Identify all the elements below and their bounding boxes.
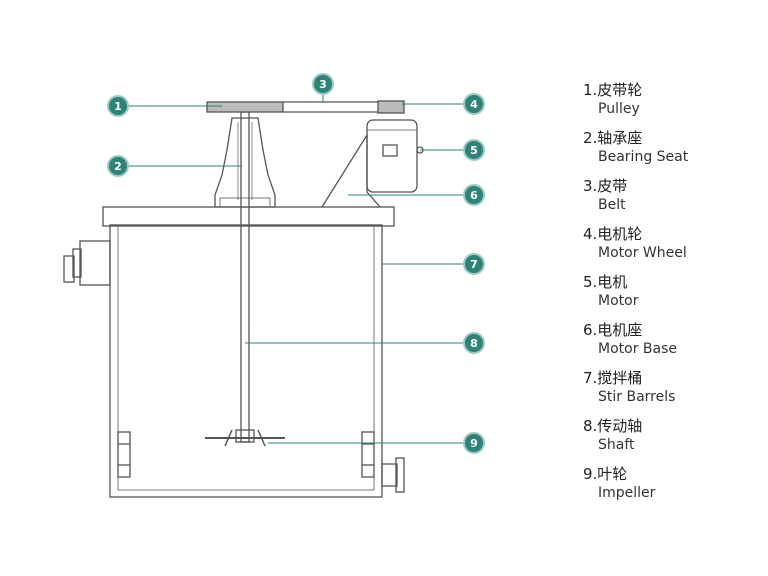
legend-item-motor-base: 6.电机座 Motor Base — [583, 320, 753, 368]
parts-legend: 1.皮带轮 Pulley 2.轴承座 Bearing Seat 3.皮带 Bel… — [583, 80, 753, 512]
motor-wheel-shape — [377, 100, 405, 114]
outlet-pipe — [381, 457, 405, 493]
callout-6: 6 — [463, 184, 485, 206]
callout-1: 1 — [107, 95, 129, 117]
legend-label-cn: 5.电机 — [583, 273, 628, 291]
callout-7-number: 7 — [470, 258, 478, 271]
pulley-shape — [206, 101, 284, 113]
callout-9-number: 9 — [470, 437, 478, 450]
callout-2-number: 2 — [114, 160, 122, 173]
callout-6-number: 6 — [470, 189, 478, 202]
legend-item-pulley: 1.皮带轮 Pulley — [583, 80, 753, 128]
legend-item-bearing-seat: 2.轴承座 Bearing Seat — [583, 128, 753, 176]
legend-label-cn: 8.传动轴 — [583, 417, 643, 435]
legend-label-cn: 6.电机座 — [583, 321, 643, 339]
legend-label-cn: 7.搅拌桶 — [583, 369, 643, 387]
legend-label-cn: 1.皮带轮 — [583, 81, 643, 99]
legend-item-impeller: 9.叶轮 Impeller — [583, 464, 753, 512]
callout-4-number: 4 — [470, 98, 478, 111]
impeller-shape — [205, 429, 285, 447]
legend-item-motor: 5.电机 Motor — [583, 272, 753, 320]
leader-lines — [128, 94, 464, 444]
tank-drawing — [63, 100, 424, 498]
belt-shape — [283, 101, 380, 113]
legend-label-cn: 4.电机轮 — [583, 225, 643, 243]
bottom-bracket-right — [361, 431, 375, 478]
legend-label-en: Motor — [598, 293, 639, 309]
legend-label-en: Impeller — [598, 485, 656, 501]
inlet-pipe — [63, 240, 111, 286]
legend-label-en: Stir Barrels — [598, 389, 676, 405]
legend-label-cn: 2.轴承座 — [583, 129, 643, 147]
callout-3-number: 3 — [319, 78, 327, 91]
legend-label-en: Bearing Seat — [598, 149, 689, 165]
callout-8: 8 — [463, 332, 485, 354]
callout-4: 4 — [463, 93, 485, 115]
bottom-bracket-left — [117, 431, 131, 478]
legend-label-en: Pulley — [598, 101, 640, 117]
legend-label-en: Shaft — [598, 437, 635, 453]
callout-7: 7 — [463, 253, 485, 275]
legend-label-cn: 3.皮带 — [583, 177, 628, 195]
bearing-seat-shape — [214, 117, 276, 208]
motor-base-shape — [321, 132, 381, 208]
callout-9: 9 — [463, 432, 485, 454]
legend-item-stir-barrels: 7.搅拌桶 Stir Barrels — [583, 368, 753, 416]
legend-label-en: Motor Wheel — [598, 245, 687, 261]
legend-item-belt: 3.皮带 Belt — [583, 176, 753, 224]
legend-item-shaft: 8.传动轴 Shaft — [583, 416, 753, 464]
legend-label-cn: 9.叶轮 — [583, 465, 628, 483]
legend-item-motor-wheel: 4.电机轮 Motor Wheel — [583, 224, 753, 272]
motor-shape — [366, 119, 424, 193]
shaft-shape — [240, 111, 250, 443]
legend-label-en: Motor Base — [598, 341, 677, 357]
callout-3: 3 — [312, 73, 334, 95]
callout-5: 5 — [463, 139, 485, 161]
callout-5-number: 5 — [470, 144, 478, 157]
legend-label-en: Belt — [598, 197, 626, 213]
callout-1-number: 1 — [114, 100, 122, 113]
stir-barrel-body — [109, 224, 383, 498]
callout-8-number: 8 — [470, 337, 478, 350]
callout-2: 2 — [107, 155, 129, 177]
